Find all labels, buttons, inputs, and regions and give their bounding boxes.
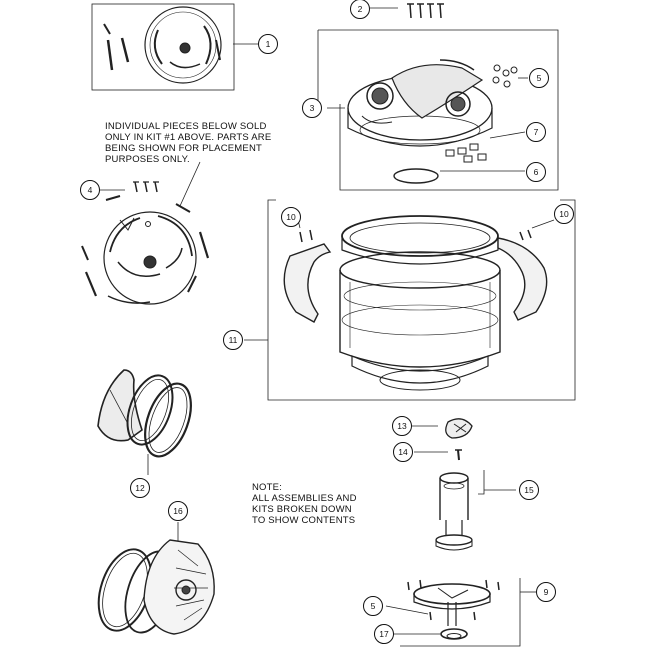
part-9-mechanism: [385, 578, 536, 647]
assemblies-note: NOTE: ALL ASSEMBLIES AND KITS BROKEN DOW…: [252, 482, 357, 526]
callout-12: 12: [130, 478, 150, 498]
assemblies-note-line-4: TO SHOW CONTENTS: [252, 515, 356, 526]
part-15-drive-shaft: [435, 470, 516, 551]
callout-13: 13: [392, 416, 412, 436]
kit-note-line-4: PURPOSES ONLY.: [105, 154, 190, 165]
callout-10-right: 10: [554, 204, 574, 224]
callout-5: 5: [529, 68, 549, 88]
callout-6: 6: [526, 162, 546, 182]
assemblies-note-line-2: ALL ASSEMBLIES AND: [252, 493, 357, 504]
callout-15: 15: [519, 480, 539, 500]
part-5-knobs: [492, 64, 518, 88]
exploded-cap-pieces: [81, 161, 210, 305]
part-16-hub-kit: [97, 522, 215, 635]
kit-note-line-3: BEING SHOWN FOR PLACEMENT: [105, 143, 263, 154]
part-11-tub-assembly: [244, 199, 576, 401]
part-3-agitator-assembly: [317, 29, 559, 191]
callout-11: 11: [223, 330, 243, 350]
part-8-seal: [393, 168, 439, 184]
callout-7: 7: [526, 122, 546, 142]
part-1-cap-kit: [91, 3, 258, 91]
part-14-screw: [414, 449, 462, 461]
part-13-cap: [412, 418, 473, 439]
part-12-seal-set: [97, 369, 192, 475]
callout-9: 9: [536, 582, 556, 602]
callout-16: 16: [168, 501, 188, 521]
kit-note-line-2: ONLY IN KIT #1 ABOVE. PARTS ARE: [105, 132, 272, 143]
callout-1: 1: [258, 34, 278, 54]
assemblies-note-line-1: NOTE:: [252, 482, 283, 493]
kit-note-line-1: INDIVIDUAL PIECES BELOW SOLD: [105, 121, 267, 132]
callout-5-lower: 5: [363, 596, 383, 616]
assemblies-note-line-3: KITS BROKEN DOWN: [252, 504, 352, 515]
kit-note: INDIVIDUAL PIECES BELOW SOLD ONLY IN KIT…: [105, 121, 271, 165]
callout-2: 2: [350, 0, 370, 19]
callout-17: 17: [374, 624, 394, 644]
callout-10-left: 10: [281, 207, 301, 227]
callout-4: 4: [80, 180, 100, 200]
callout-14: 14: [393, 442, 413, 462]
callout-3: 3: [302, 98, 322, 118]
part-7-clips: [445, 143, 487, 163]
part-2-screws: [370, 3, 444, 19]
